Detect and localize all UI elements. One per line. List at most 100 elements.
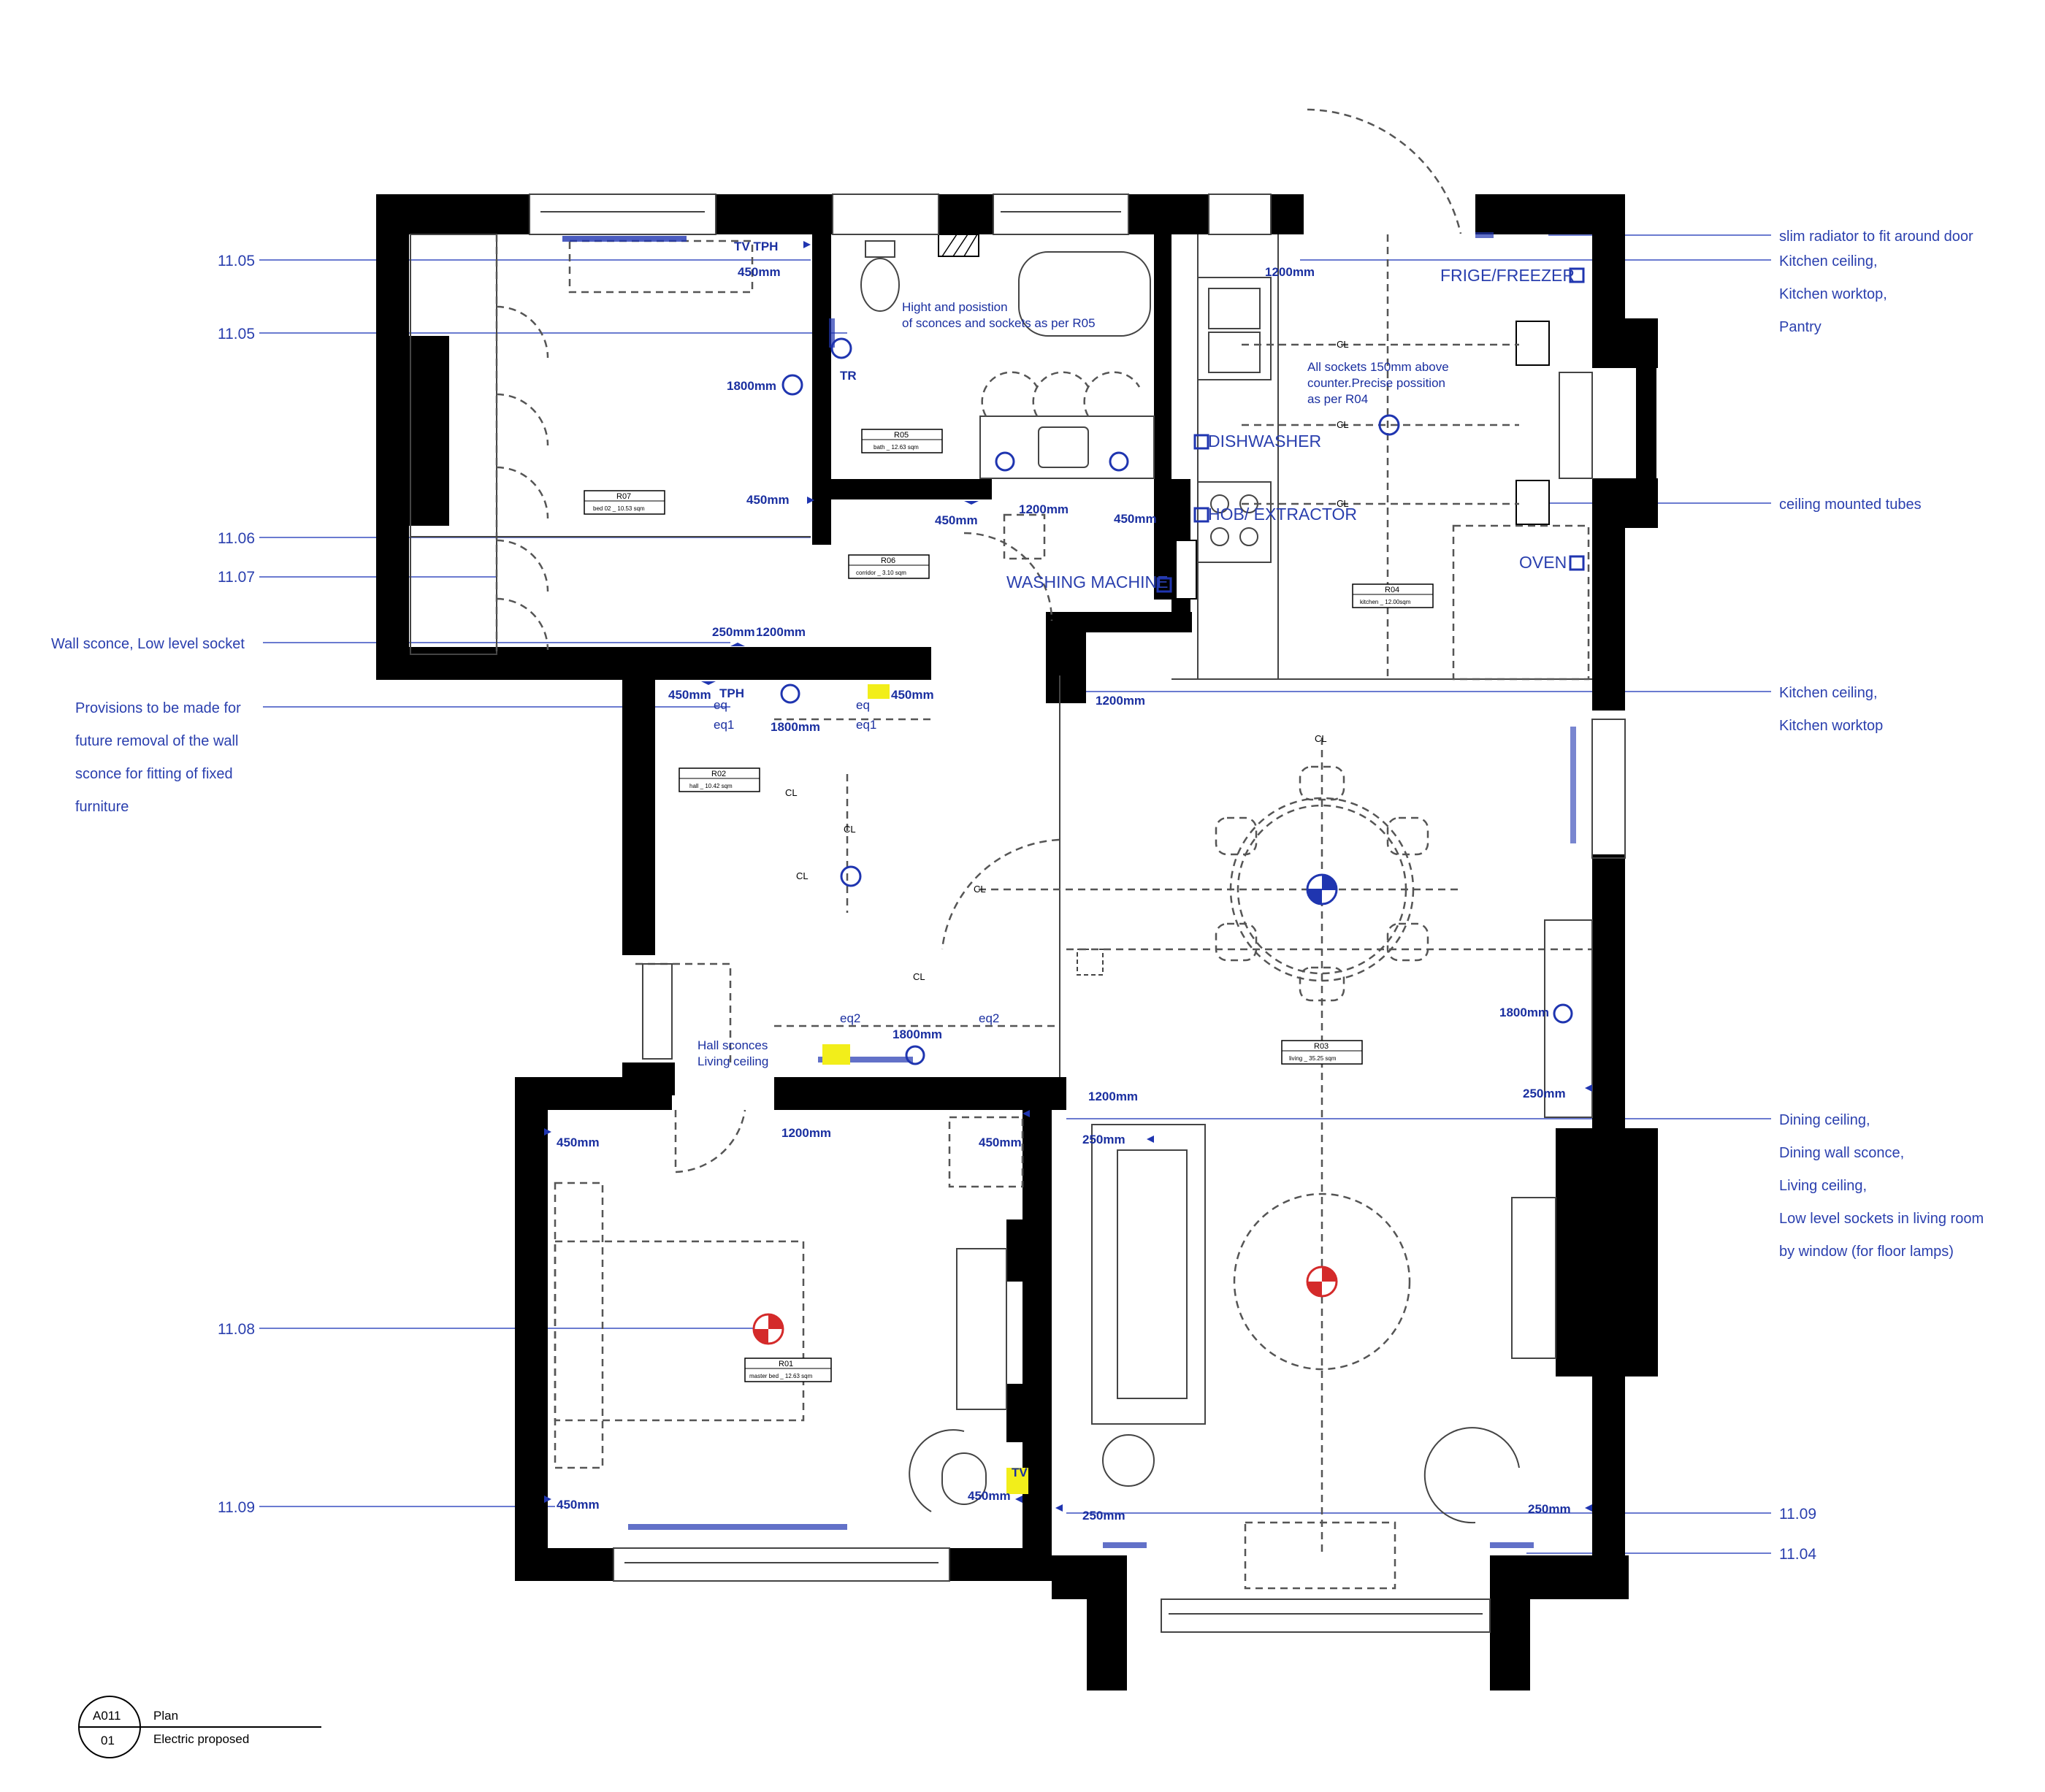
provisions-note-4: furniture <box>75 799 129 815</box>
dim-450-hall-right: 450mm <box>891 688 934 702</box>
cl-hall-3: CL <box>796 870 809 881</box>
code-11-06: 11.06 <box>218 530 255 547</box>
drawing-title: Plan <box>153 1709 178 1723</box>
dim-450-master-left: 450mm <box>557 1136 600 1149</box>
washing-machine-label: WASHING MACHINE <box>1006 573 1169 591</box>
room-r07-name: bed 02 _ 10.53 sqm <box>593 505 645 512</box>
dining-note-5: by window (for floor lamps) <box>1779 1244 1954 1260</box>
sconces-note-2: of sconces and sockets as per R05 <box>902 316 1096 330</box>
right-margin-notes: slim radiator to fit around door Kitchen… <box>1779 229 1984 1563</box>
dim-450-corridor: 450mm <box>935 513 978 527</box>
dim-450-wm: 450mm <box>1114 512 1157 526</box>
dim-1200-kitchen-top: 1200mm <box>1265 265 1315 279</box>
dining-note-3: Living ceiling, <box>1779 1178 1867 1194</box>
room-r05-name: bath _ 12.63 sqm <box>874 444 919 451</box>
hatched-columns <box>938 234 1550 600</box>
sconces-note-1: Hight and posistion <box>902 300 1008 314</box>
dim-450-master-br: 450mm <box>968 1489 1011 1503</box>
dim-450-hall-left: 450mm <box>668 688 711 702</box>
dining-note-4: Low level sockets in living room <box>1779 1211 1984 1227</box>
kitchen-note-2: Kitchen worktop, <box>1779 286 1887 302</box>
code-11-09-right: 11.09 <box>1779 1506 1816 1523</box>
code-11-05-a: 11.05 <box>218 253 255 269</box>
red-lamp-master <box>752 1313 784 1345</box>
dim-1200-living: 1200mm <box>1088 1090 1138 1103</box>
dim-1200-corridor: 1200mm <box>1019 502 1069 516</box>
room-r01-name: master bed _ 12.63 sqm <box>749 1373 813 1379</box>
kitchen-note-1: Kitchen ceiling, <box>1779 253 1878 269</box>
left-margin-notes: 11.05 11.05 11.06 11.07 11.08 11.09 Wall… <box>51 253 255 1516</box>
cl-dining-1: CL <box>1315 733 1327 744</box>
code-11-07: 11.07 <box>218 569 255 586</box>
code-11-04: 11.04 <box>1779 1546 1816 1563</box>
tv-tph-bed02: TV TPH <box>734 240 778 253</box>
dim-450-bed02-mid: 450mm <box>746 493 790 507</box>
room-r02-code: R02 <box>711 770 726 778</box>
fridge-label: FRIGE/FREEZER <box>1440 266 1575 285</box>
radiator-note: slim radiator to fit around door <box>1779 229 1973 245</box>
windows <box>529 194 1626 1633</box>
tubes-note: ceiling mounted tubes <box>1779 497 1922 513</box>
sockets-note-2: counter.Precise possition <box>1307 376 1445 390</box>
cl-hall-2: CL <box>844 824 856 835</box>
dim-250-living-left: 250mm <box>1082 1133 1125 1146</box>
dishwasher-label: DISHWASHER <box>1208 432 1321 451</box>
dim-250-living-right: 250mm <box>1523 1087 1566 1100</box>
code-11-05-b: 11.05 <box>218 326 255 342</box>
code-11-09-left: 11.09 <box>218 1499 255 1516</box>
oven-label: OVEN <box>1519 553 1567 572</box>
provisions-note-1: Provisions to be made for <box>75 700 241 716</box>
dim-450-master-bl: 450mm <box>557 1498 600 1512</box>
kitchen-note-3: Pantry <box>1779 319 1822 335</box>
room-r07-code: R07 <box>616 492 631 501</box>
kitchen2-note-2: Kitchen worktop <box>1779 718 1883 734</box>
eq2-hall-2: eq2 <box>979 1011 999 1025</box>
provisions-note-2: future removal of the wall <box>75 733 238 749</box>
room-r04-name: kitchen _ 12.00sqm <box>1360 599 1411 605</box>
provisions-note-3: sconce for fitting of fixed <box>75 766 233 782</box>
dim-250-living-bl: 250mm <box>1082 1509 1125 1523</box>
dim-1800-bed02: 1800mm <box>727 379 776 393</box>
tr-label: TR <box>840 369 857 383</box>
eq1-hall-1: eq1 <box>714 718 734 732</box>
eq1-hall-2: eq1 <box>856 718 876 732</box>
dim-1200-living-top: 1200mm <box>1096 694 1145 708</box>
dim-1800-hall: 1800mm <box>771 720 820 734</box>
red-lamp-living <box>1306 1265 1338 1298</box>
sheet-number: A011 <box>93 1709 121 1723</box>
room-tags: R07 bed 02 _ 10.53 sqm R05 bath _ 12.63 … <box>584 429 1434 1382</box>
dining-note-1: Dining ceiling, <box>1779 1112 1870 1128</box>
dim-1200-master: 1200mm <box>781 1126 831 1140</box>
sockets-note-3: as per R04 <box>1307 392 1368 406</box>
eq-hall-1: eq <box>714 698 727 712</box>
dim-450-bed02-top: 450mm <box>738 265 781 279</box>
room-r02-name: hall _ 10.42 sqm <box>689 783 733 789</box>
dining-note-2: Dining wall sconce, <box>1779 1145 1904 1161</box>
walls <box>376 194 1658 1690</box>
sockets-note-1: All sockets 150mm above <box>1307 360 1449 374</box>
dim-1200-bed02: 1200mm <box>756 625 806 639</box>
dim-1800-living: 1800mm <box>1499 1006 1549 1019</box>
room-r05-code: R05 <box>894 431 909 440</box>
eq2-hall-1: eq2 <box>840 1011 860 1025</box>
electrical-symbols <box>544 232 1592 1548</box>
hall-note-2: Living ceiling <box>697 1054 768 1068</box>
tv-master: TV <box>1012 1466 1028 1479</box>
leader-lines <box>259 234 1771 1554</box>
cl-kitchen-1: CL <box>1337 339 1349 350</box>
eq-hall-2: eq <box>856 698 870 712</box>
title-block: A011 01 Plan Electric proposed <box>78 1696 321 1758</box>
cl-hall-1: CL <box>785 787 798 798</box>
plan-annotations: TV TPH 450mm 1800mm 450mm Hight and posi… <box>557 240 1575 1523</box>
dim-1800-hall-bottom: 1800mm <box>892 1027 942 1041</box>
room-r03-code: R03 <box>1314 1042 1329 1051</box>
room-r01-code: R01 <box>779 1360 793 1368</box>
dim-250-bed02: 250mm <box>712 625 755 639</box>
room-r06-name: corridor _ 3.10 sqm <box>856 570 906 576</box>
dim-250-living-br: 250mm <box>1528 1502 1571 1516</box>
room-r04-code: R04 <box>1385 586 1399 594</box>
cl-kitchen-3: CL <box>1337 498 1349 509</box>
hall-note-1: Hall sconces <box>697 1038 768 1052</box>
drawing-number: 01 <box>101 1734 115 1747</box>
